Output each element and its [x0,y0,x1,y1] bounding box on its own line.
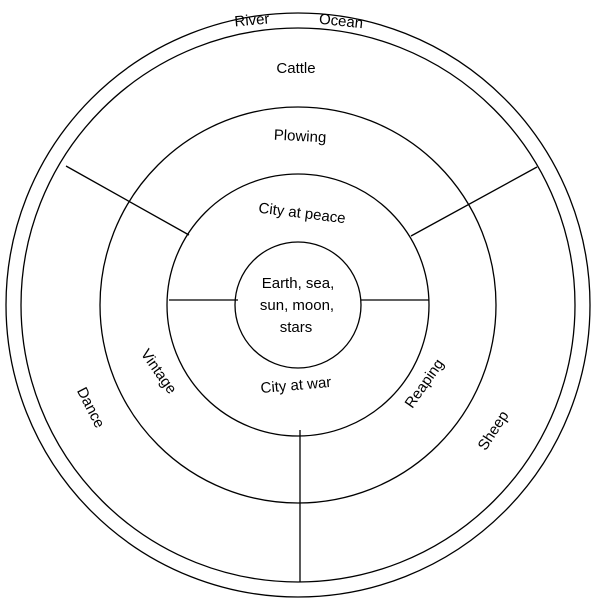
label-city-at-peace: City at peace [258,200,347,228]
center-line-2: sun, moon, [260,297,334,314]
label-plowing: Plowing [273,127,326,147]
label-city-at-war: City at war [260,374,332,397]
label-cattle: Cattle [276,60,315,77]
ring-outer-band-inner [99,106,497,504]
label-dance: Dance [73,385,108,431]
ring-center [234,241,362,369]
ring-middle-band-inner [166,173,430,437]
divider-upper-right [410,166,538,237]
ring-ocean-inner [20,27,576,583]
label-vintage: Vintage [137,346,180,397]
label-river: River [234,10,270,30]
ring-outermost [5,12,591,598]
label-sheep: Sheep [475,408,513,454]
label-ocean: Ocean [318,11,364,33]
divider-upper-left [65,165,190,236]
center-line-3: stars [280,319,313,336]
center-line-1: Earth, sea, [262,275,335,292]
label-reaping: Reaping [402,356,448,412]
